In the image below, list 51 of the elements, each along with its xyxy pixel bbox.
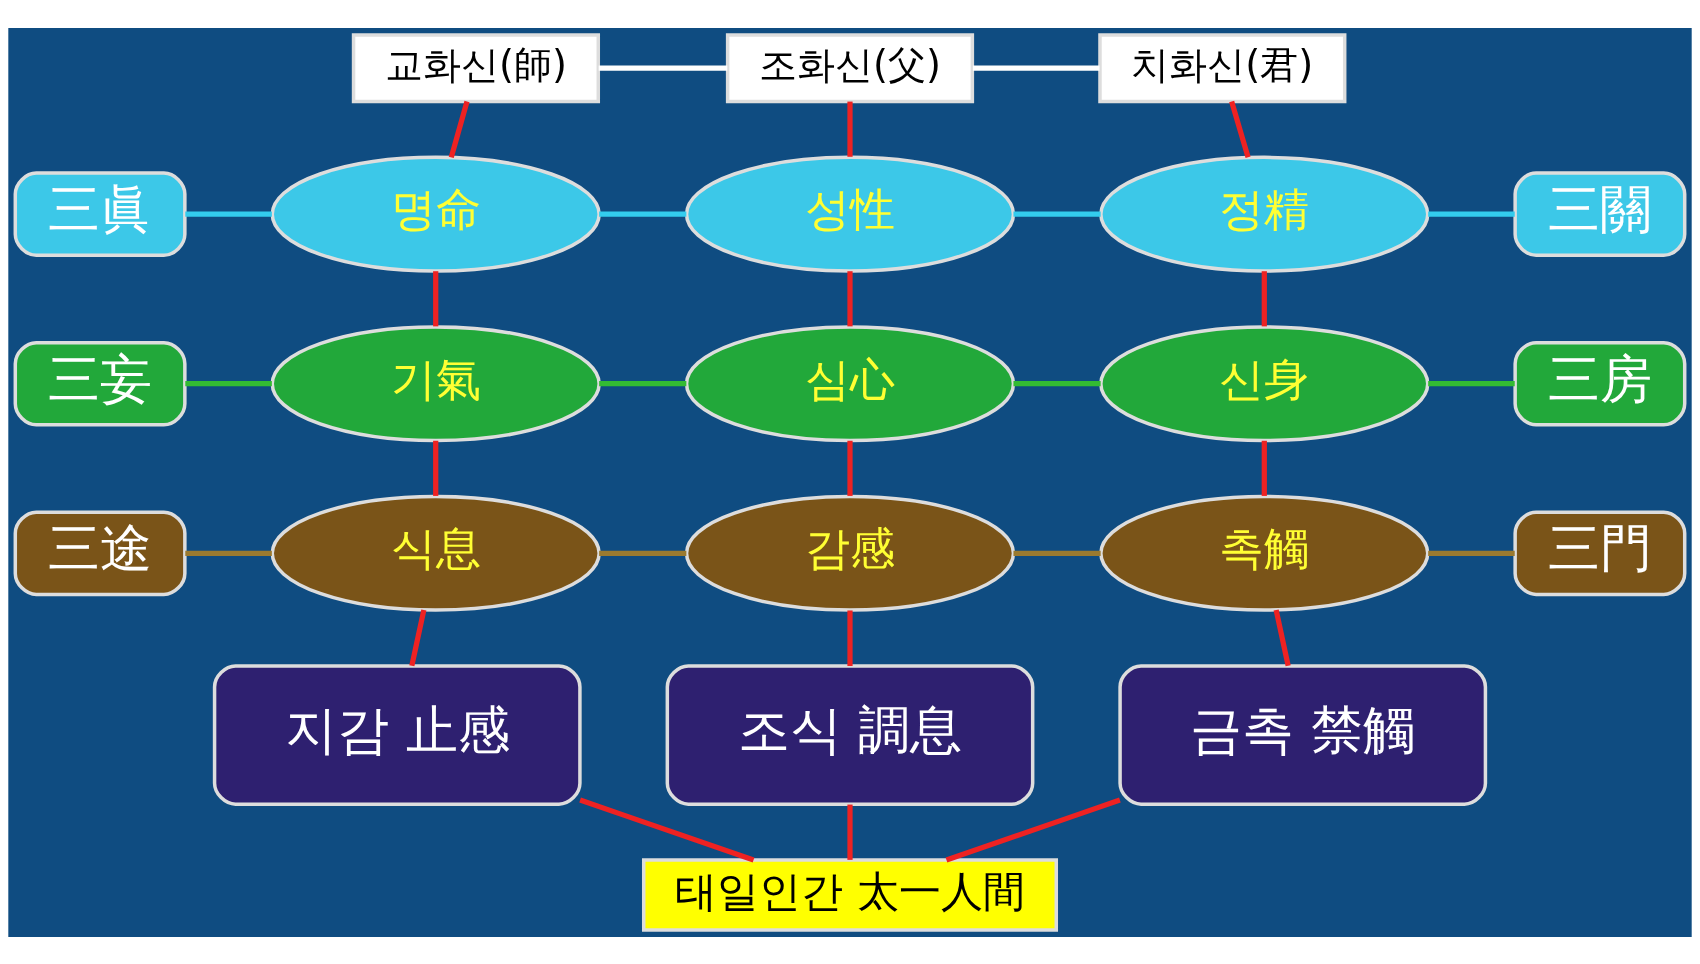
node-ellipse: 정精 (1099, 155, 1430, 273)
connector (1428, 550, 1515, 556)
connector (409, 608, 427, 666)
node-ellipse: 심心 (684, 324, 1016, 442)
connector (185, 211, 272, 217)
node-box: 三房 (1513, 340, 1687, 427)
connector (1273, 608, 1291, 666)
node-ellipse: 명命 (270, 155, 601, 273)
node-box: 치화신(君) (1098, 32, 1347, 103)
connector (847, 440, 853, 496)
connector (598, 65, 728, 71)
connector (1013, 380, 1101, 386)
connector (945, 797, 1121, 862)
connector (599, 211, 687, 217)
node-ellipse: 촉觸 (1099, 494, 1430, 612)
connector (847, 270, 853, 326)
node-ellipse: 성性 (684, 155, 1016, 273)
node-box: 三妄 (13, 340, 187, 427)
node-box: 지감 止感 (212, 663, 582, 806)
connector (433, 440, 439, 496)
node-ellipse: 식息 (270, 494, 601, 612)
connector (433, 270, 439, 326)
connector (1428, 380, 1515, 386)
node-ellipse: 신身 (1099, 324, 1430, 442)
connector (847, 804, 853, 860)
connector (1229, 100, 1251, 158)
connector (1261, 440, 1267, 496)
node-box: 조식 調息 (665, 663, 1035, 806)
node-box: 금촉 禁觸 (1118, 663, 1488, 806)
connector (1261, 270, 1267, 326)
node-box: 태일인간 太一人間 (642, 857, 1058, 932)
connector (1013, 550, 1101, 556)
node-box: 三眞 (13, 170, 187, 257)
node-box: 조화신(父) (725, 32, 975, 103)
connector (448, 100, 470, 158)
connector (579, 797, 755, 862)
node-box: 교화신(師) (351, 32, 601, 103)
node-ellipse: 기氣 (270, 324, 601, 442)
node-box: 三門 (1513, 509, 1687, 596)
connector (599, 380, 687, 386)
connector (1428, 211, 1515, 217)
connector (847, 101, 853, 157)
connector (847, 610, 853, 666)
node-box: 三途 (13, 509, 187, 596)
connector (185, 550, 272, 556)
node-box: 三關 (1513, 170, 1687, 257)
connector (599, 550, 687, 556)
connector (1013, 211, 1101, 217)
connector (972, 65, 1100, 71)
node-ellipse: 감感 (684, 494, 1016, 612)
connector (185, 380, 272, 386)
